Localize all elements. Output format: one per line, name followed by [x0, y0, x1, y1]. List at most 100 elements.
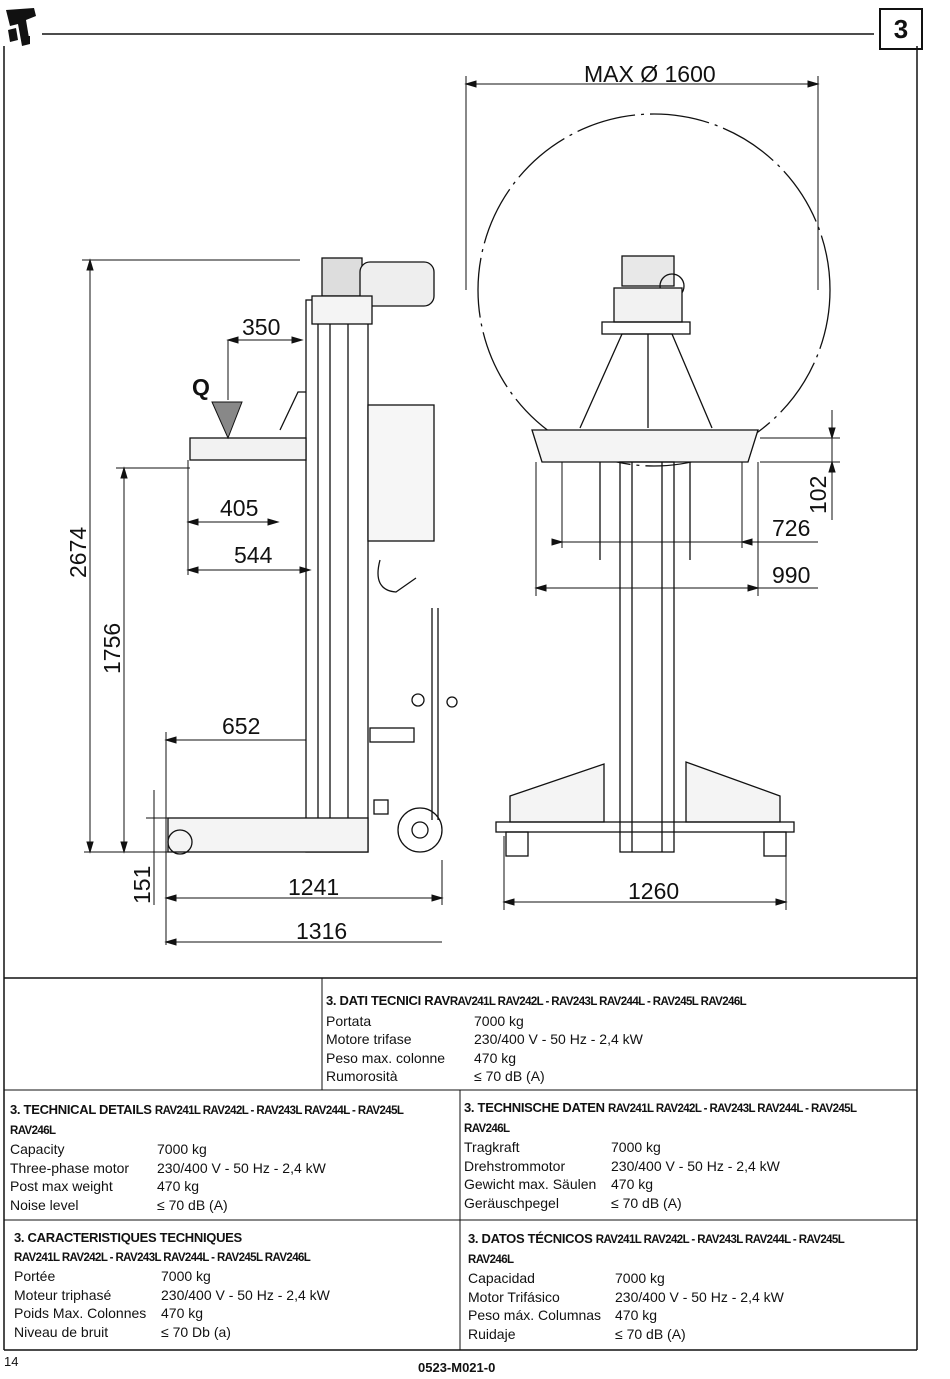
front-view-drawing: [477, 113, 831, 857]
spec-value: 7000 kg: [161, 1268, 211, 1284]
spec-row: Moteur triphasé 230/400 V - 50 Hz - 2,4 k…: [14, 1286, 454, 1305]
spec-row: Peso máx. Columnas 470 kg: [468, 1306, 913, 1325]
specs-french-models: RAV241L RAV242L - RAV243L RAV244L - RAV2…: [14, 1251, 311, 1264]
spec-value: 7000 kg: [615, 1270, 665, 1286]
specs-english: 3. TECHNICAL DETAILS RAV241L RAV242L - R…: [10, 1101, 458, 1214]
spec-value: 7000 kg: [474, 1012, 524, 1029]
spec-value: ≤ 70 Db (a): [161, 1323, 231, 1340]
spec-key: Portata: [326, 1012, 372, 1029]
specs-spanish: 3. DATOS TÉCNICOS RAV241L RAV242L - RAV2…: [468, 1230, 913, 1343]
spec-key: Capacity: [10, 1141, 65, 1157]
spec-row: Noise level≤ 70 dB (A): [10, 1196, 458, 1215]
spec-row: Portata 7000 kg: [326, 1012, 911, 1031]
dimension-lines-right: [464, 76, 840, 910]
spec-key: Peso max. colonne: [326, 1049, 446, 1066]
spec-row: Capacidad 7000 kg: [468, 1269, 913, 1288]
spec-row: Capacity 7000 kg: [10, 1140, 458, 1159]
spec-key: Moteur triphasé: [14, 1286, 112, 1303]
spec-key: Motor Trifásico: [468, 1288, 560, 1305]
spec-row: Niveau de bruit ≤ 70 Db (a): [14, 1323, 454, 1342]
spec-key: Rumorosità: [326, 1068, 398, 1084]
spec-row: Tragkraft 7000 kg: [464, 1138, 914, 1157]
dim-1316: 1316: [296, 918, 347, 944]
brand-logo: [6, 8, 36, 46]
spec-key: Gewicht max. Säulen: [464, 1176, 597, 1192]
spec-row: Drehstrommotor 230/400 V - 50 Hz - 2,4 k…: [464, 1157, 914, 1176]
spec-value: 230/400 V - 50 Hz - 2,4 kW: [161, 1286, 330, 1303]
dim-2674: 2674: [65, 527, 91, 578]
spec-row: Ruidaje ≤ 70 dB (A): [468, 1325, 913, 1344]
dim-990: 990: [772, 562, 810, 588]
specs-french-title: 3. CARACTERISTIQUES TECHNIQUES: [14, 1230, 242, 1245]
spec-row: Peso max. colonne 470 kg: [326, 1049, 911, 1068]
dim-726: 726: [772, 515, 810, 541]
spec-value: 230/400 V - 50 Hz - 2,4 kW: [615, 1288, 784, 1305]
spec-key: Geräuschpegel: [464, 1194, 559, 1211]
document-code: 0523-M021-0: [418, 1360, 496, 1375]
dim-544: 544: [234, 542, 273, 568]
spec-value: 470 kg: [157, 1178, 200, 1194]
spec-key: Three-phase motor: [10, 1159, 130, 1176]
specs-italian-heading: 3. DATI TECNICI RAVRAV241L RAV242L - RAV…: [326, 992, 911, 1012]
specs-french-heading: 3. CARACTERISTIQUES TECHNIQUES RAV241L R…: [14, 1229, 454, 1267]
spec-row: Motore trifase 230/400 V - 50 Hz - 2,4 k…: [326, 1030, 911, 1049]
load-arrow: [211, 401, 243, 440]
dim-350: 350: [242, 314, 280, 340]
spec-key: Motore trifase: [326, 1031, 412, 1047]
spec-value: 470 kg: [615, 1307, 658, 1323]
spec-row: Gewicht max. Säulen 470 kg: [464, 1175, 914, 1194]
dim-652: 652: [222, 713, 260, 739]
dim-405: 405: [220, 495, 258, 521]
side-view-drawing: [167, 257, 458, 855]
spec-value: ≤ 70 dB (A): [615, 1325, 686, 1342]
spec-key: Post max weight: [10, 1178, 113, 1194]
dim-1260: 1260: [628, 878, 679, 904]
specs-spanish-title: 3. DATOS TÉCNICOS: [468, 1231, 593, 1246]
spec-value: 7000 kg: [157, 1141, 207, 1157]
dim-1241: 1241: [288, 874, 339, 900]
spec-value: 230/400 V - 50 Hz - 2,4 kW: [611, 1157, 780, 1174]
spec-key: Capacidad: [468, 1270, 535, 1286]
specs-french: 3. CARACTERISTIQUES TECHNIQUES RAV241L R…: [14, 1229, 454, 1341]
dim-102: 102: [805, 476, 831, 514]
specs-italian: 3. DATI TECNICI RAVRAV241L RAV242L - RAV…: [326, 992, 911, 1086]
spec-key: Peso máx. Columnas: [468, 1307, 602, 1323]
dim-151: 151: [129, 866, 155, 904]
spec-value: 230/400 V - 50 Hz - 2,4 kW: [474, 1031, 643, 1047]
specs-english-models-2: RAV246L: [10, 1124, 56, 1137]
spec-row: Three-phase motor 230/400 V - 50 Hz - 2,…: [10, 1159, 458, 1178]
spec-row: Portée 7000 kg: [14, 1267, 454, 1286]
max-diameter-label: MAX Ø 1600: [584, 61, 716, 87]
specs-english-title: 3. TECHNICAL DETAILS: [10, 1102, 152, 1117]
specs-german: 3. TECHNISCHE DATEN RAV241L RAV242L - RA…: [464, 1099, 914, 1212]
spec-value: 470 kg: [611, 1176, 654, 1192]
spec-value: 470 kg: [474, 1049, 517, 1066]
spec-key: Niveau de bruit: [14, 1323, 109, 1340]
section-number-box: 3: [879, 8, 923, 50]
spec-value: 470 kg: [161, 1305, 204, 1321]
spec-row: Post max weight 470 kg: [10, 1177, 458, 1196]
spec-key: Tragkraft: [464, 1139, 520, 1155]
spec-key: Portée: [14, 1268, 56, 1284]
specs-english-models: RAV241L RAV242L - RAV243L RAV244L - RAV2…: [154, 1105, 404, 1117]
spec-key: Drehstrommotor: [464, 1157, 566, 1174]
spec-row: Motor Trifásico 230/400 V - 50 Hz - 2,4 k…: [468, 1288, 913, 1307]
specs-german-title: 3. TECHNISCHE DATEN: [464, 1100, 605, 1115]
dimension-labels: MAX Ø 1600 Q 350 405 544 652 2674 1756 1…: [65, 61, 831, 944]
dimension-lines-left: [82, 258, 444, 946]
spec-value: 7000 kg: [611, 1139, 661, 1155]
specs-italian-title: 3. DATI TECNICI RAV: [326, 993, 450, 1008]
specs-italian-models: RAV241L RAV242L - RAV243L RAV244L - RAV2…: [449, 996, 747, 1008]
page-number: 14: [4, 1354, 19, 1369]
specs-english-heading: 3. TECHNICAL DETAILS RAV241L RAV242L - R…: [10, 1101, 458, 1140]
specs-spanish-heading: 3. DATOS TÉCNICOS RAV241L RAV242L - RAV2…: [468, 1230, 913, 1269]
spec-key: Ruidaje: [468, 1325, 516, 1342]
specs-german-models-2: RAV246L: [464, 1122, 510, 1135]
spec-key: Noise level: [10, 1196, 79, 1213]
spec-row: Rumorosità≤ 70 dB (A): [326, 1067, 911, 1086]
dim-1756: 1756: [99, 623, 125, 674]
spec-value: ≤ 70 dB (A): [611, 1194, 682, 1211]
spec-row: Geräuschpegel ≤ 70 dB (A): [464, 1194, 914, 1213]
specs-german-models: RAV241L RAV242L - RAV243L RAV244L - RAV2…: [608, 1103, 857, 1115]
